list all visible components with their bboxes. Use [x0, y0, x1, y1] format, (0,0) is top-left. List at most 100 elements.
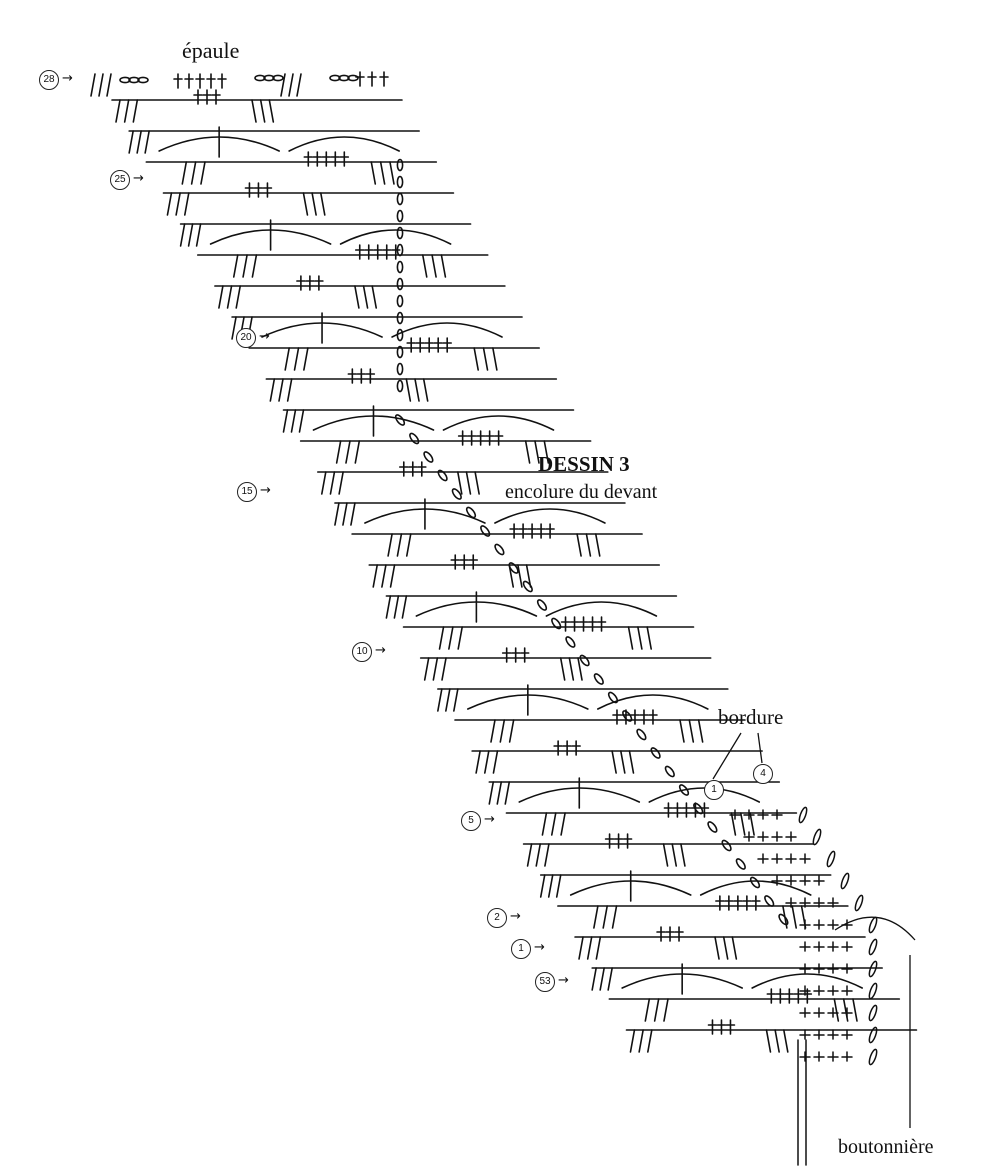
treble-crochet-icon	[742, 895, 752, 911]
shell-fan-icon	[235, 285, 242, 309]
double-crochet-icon	[841, 1029, 853, 1040]
shell-fan-icon	[453, 688, 459, 712]
treble-crochet-icon	[612, 709, 622, 725]
shell-fan-icon	[483, 750, 490, 774]
chain-stitch-icon	[826, 850, 836, 868]
shell-fan-icon	[539, 874, 546, 898]
treble-crochet-icon	[716, 1019, 727, 1035]
shell-fan-icon	[115, 99, 121, 123]
treble-crochet-icon	[571, 740, 581, 756]
shell-fan-icon	[663, 998, 669, 1022]
treble-crochet-icon	[501, 647, 512, 663]
border-marker-1: 1	[704, 780, 724, 800]
treble-crochet-icon	[424, 337, 434, 353]
shell-fan-icon	[629, 1029, 636, 1053]
treble-crochet-icon	[751, 895, 761, 911]
treble-crochet-icon	[347, 368, 358, 384]
row-marker-2: 2	[487, 908, 507, 928]
chain-stitch-icon	[137, 76, 149, 84]
shell-fan-icon	[259, 99, 266, 123]
shell-fan-icon	[517, 564, 523, 588]
shell-fan-icon	[595, 936, 602, 960]
shell-fan-icon	[334, 502, 340, 526]
neckline-chain-edge	[394, 158, 789, 926]
shell-fan-icon	[387, 533, 393, 557]
shell-fan-icon	[594, 533, 601, 557]
row-arrow-icon: →	[375, 643, 386, 658]
double-crochet-icon	[771, 875, 783, 886]
shell-fan-icon	[445, 688, 451, 712]
double-crochet-icon	[799, 919, 811, 930]
shell-fan-icon	[166, 192, 173, 216]
row-arrow-icon: →	[510, 909, 521, 924]
shell-fan-icon	[638, 1029, 644, 1053]
double-crochet-icon	[827, 1029, 839, 1040]
shell-fan-icon	[106, 73, 112, 97]
chain-stitch-icon	[693, 802, 704, 815]
shell-fan-icon	[730, 812, 737, 836]
shell-fan-icon	[379, 161, 386, 185]
shell-fan-icon	[492, 347, 498, 371]
treble-crochet-icon	[784, 988, 795, 1004]
shell-fan-icon	[576, 533, 582, 557]
diagram-subtitle: encolure du devant	[505, 481, 658, 503]
shell-fan-icon	[653, 998, 660, 1022]
shell-fan-icon	[269, 378, 276, 402]
row-marker-5: 5	[461, 811, 481, 831]
treble-crochet-icon	[354, 244, 365, 260]
shell-fan-icon	[774, 1029, 780, 1053]
double-crochet-icon	[799, 853, 811, 864]
shell-fan-icon	[298, 409, 305, 433]
treble-crochet-icon	[665, 926, 675, 942]
chain-stitch-icon	[396, 192, 404, 206]
treble-crochet-icon	[195, 73, 205, 89]
chain-stitch-icon	[854, 894, 864, 912]
treble-crochet-icon	[545, 523, 555, 539]
treble-crochet-icon	[381, 244, 392, 260]
chain-stitch-icon	[437, 469, 448, 482]
treble-crochet-icon	[553, 740, 563, 756]
shell-fan-icon	[543, 440, 550, 464]
shell-fan-icon	[278, 378, 284, 402]
treble-crochet-icon	[173, 73, 183, 89]
shell-fan-icon	[852, 998, 858, 1022]
shell-fan-icon	[525, 564, 532, 588]
chain-stitch-icon	[396, 379, 404, 393]
shell-fan-icon	[586, 936, 593, 960]
shell-fan-icon	[593, 905, 599, 929]
shell-fan-icon	[362, 285, 369, 309]
shell-fan-icon	[381, 564, 387, 588]
shell-fan-icon	[136, 130, 142, 154]
double-crochet-icon	[785, 875, 797, 886]
shell-fan-icon	[268, 99, 275, 123]
shell-fan-icon	[577, 657, 583, 681]
shell-fan-icon	[688, 719, 695, 743]
shell-fan-icon	[474, 471, 480, 495]
shell-fan-icon	[646, 626, 652, 650]
shell-fan-icon	[499, 719, 506, 743]
shell-fan-icon	[288, 73, 294, 97]
chain-stitch-icon	[607, 691, 619, 704]
chain-stitch-icon	[128, 76, 140, 84]
shell-fan-icon	[526, 843, 533, 867]
treble-crochet-icon	[707, 1019, 718, 1035]
shell-fan-icon	[619, 750, 626, 774]
shell-fan-icon	[190, 161, 197, 185]
shell-fan-icon	[783, 1029, 789, 1053]
chain-stitch-icon	[254, 74, 266, 82]
treble-crochet-icon	[569, 616, 580, 632]
shell-fan-icon	[488, 781, 495, 805]
shell-fan-icon	[144, 130, 150, 154]
row-arrow-icon: →	[133, 171, 144, 186]
chain-stitch-icon	[396, 311, 404, 325]
chain-stitch-icon	[579, 654, 590, 667]
shell-fan-icon	[132, 99, 139, 123]
double-crochet-icon	[827, 919, 839, 930]
treble-crochet-icon	[672, 802, 683, 818]
shell-fan-icon	[311, 192, 317, 216]
shell-fan-icon	[319, 192, 326, 216]
shell-fan-icon	[494, 508, 606, 524]
shell-fan-icon	[396, 533, 403, 557]
row-arrow-icon: →	[484, 812, 495, 827]
shell-fan-icon	[389, 564, 396, 588]
